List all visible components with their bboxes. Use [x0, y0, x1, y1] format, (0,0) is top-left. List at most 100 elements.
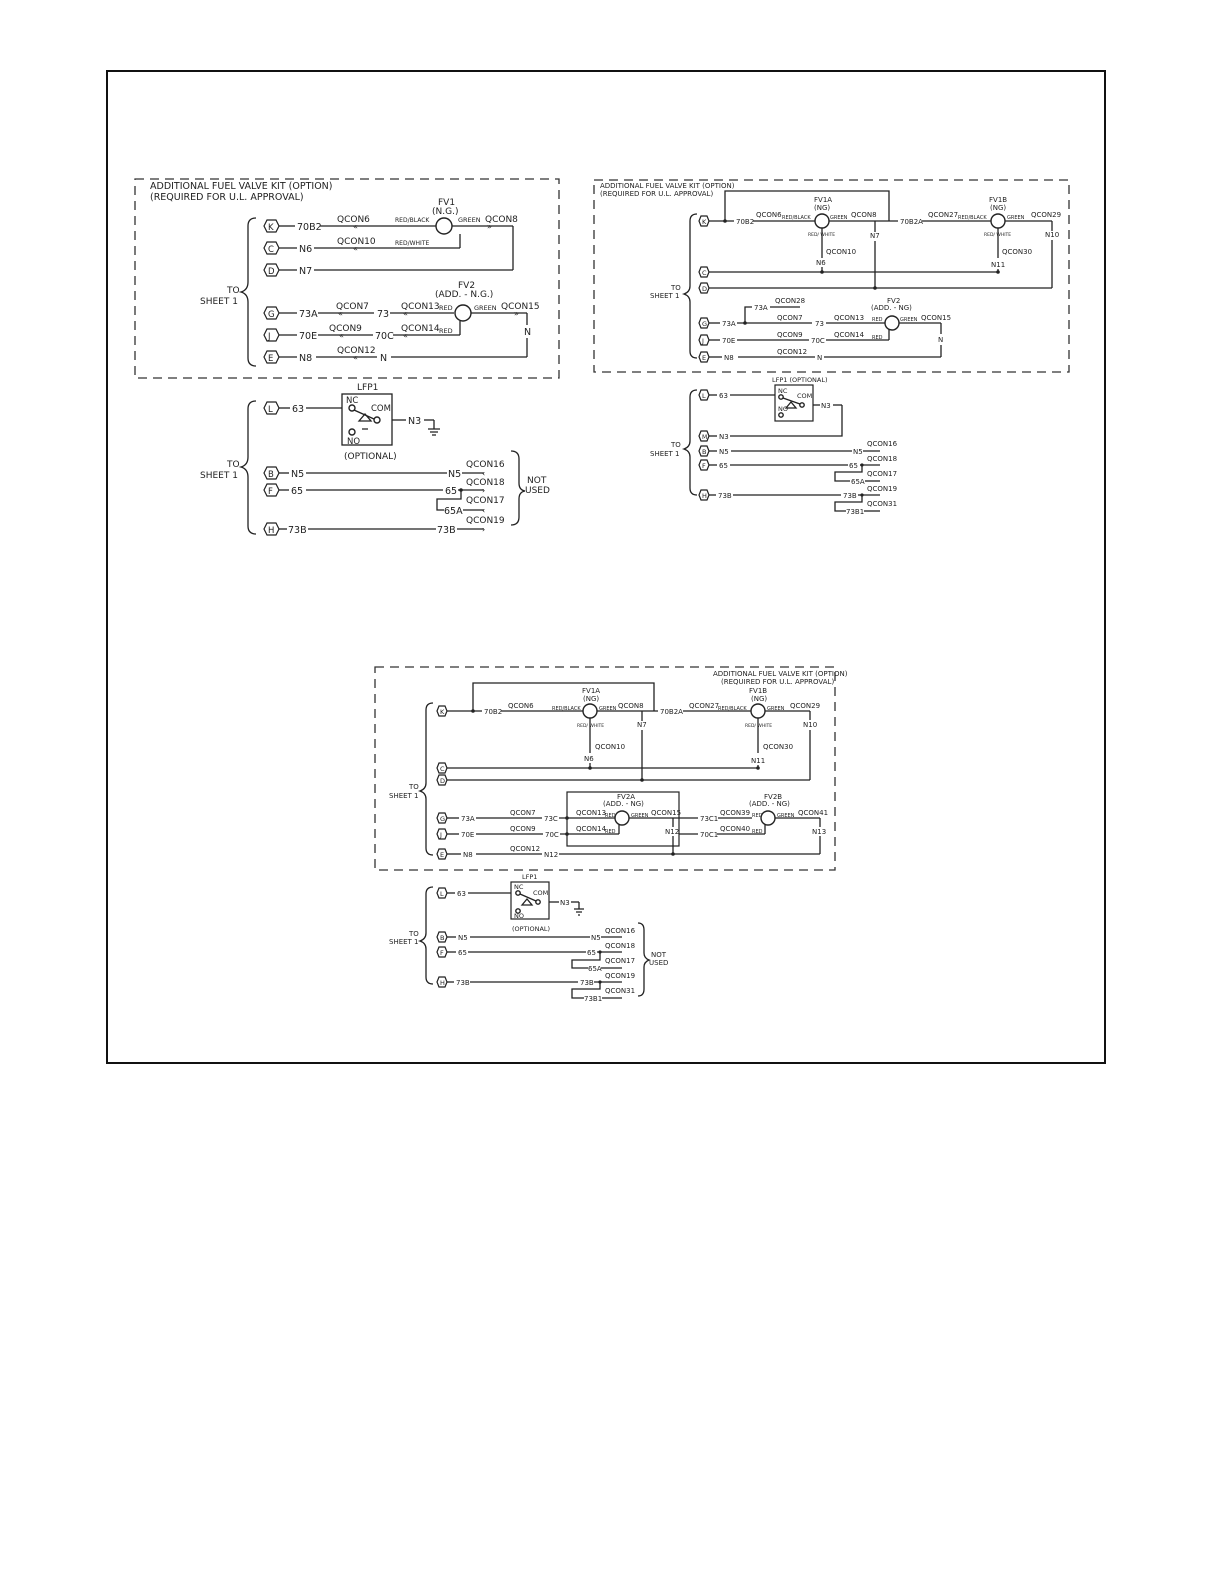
fv2-add: (ADD. - NG): [871, 304, 912, 312]
terminal-L-label: L: [440, 890, 444, 898]
red-label: RED: [872, 317, 883, 323]
wire-73B1: 73B1: [584, 995, 602, 1003]
red-white-label: RED/WHITE: [395, 240, 429, 247]
to-label: TO: [226, 460, 240, 470]
red-black-label: RED/BLACK: [552, 706, 581, 712]
qcon10-mark: «: [353, 244, 358, 253]
kit-title: ADDITIONAL FUEL VALVE KIT (OPTION): [600, 182, 735, 190]
wire-73C1: 73C1: [700, 815, 718, 823]
not-label: NOT: [651, 951, 667, 959]
wire-N: N: [524, 327, 531, 338]
terminal-D-label: D: [440, 777, 445, 785]
green-label: GREEN: [458, 216, 481, 224]
terminal-F-label: F: [702, 462, 706, 470]
wire-N5: N5: [719, 448, 729, 456]
wire-N11: N11: [751, 757, 765, 765]
fv2a-add: (ADD. - NG): [603, 800, 644, 808]
wire-73A: 73A: [722, 320, 736, 328]
float-symbol: [520, 897, 534, 906]
qcon30-label: QCON30: [1002, 248, 1032, 256]
fv2b-add: (ADD. - NG): [749, 800, 790, 808]
qcon18-label: QCON18: [466, 478, 505, 488]
fv2b-label: FV2B: [764, 793, 782, 801]
terminal-B-label: B: [702, 448, 706, 456]
nc-label: NC: [778, 387, 788, 395]
green-label: GREEN: [830, 215, 848, 221]
terminal-C-label: C: [440, 765, 445, 773]
brace: [238, 217, 257, 367]
com-label: COM: [533, 889, 548, 897]
lfp1-optional-label: LFP1 (OPTIONAL): [772, 376, 828, 384]
wire-65: 65: [849, 462, 858, 470]
wire-N6: N6: [584, 755, 594, 763]
fv2b-valve: [760, 810, 776, 826]
green-label: GREEN: [767, 706, 785, 712]
fv1b-ng: (NG): [751, 695, 767, 703]
wire-N8: N8: [299, 353, 312, 364]
terminal-B-label: B: [440, 934, 444, 942]
fv1b-label: FV1B: [989, 196, 1007, 204]
wire-65A: 65A: [851, 478, 865, 486]
brace: [417, 886, 434, 985]
red-label: RED: [752, 829, 763, 835]
qcon14-label: QCON14: [576, 825, 607, 833]
terminal-C-label: C: [702, 269, 707, 277]
qcon30-label: QCON30: [763, 743, 793, 751]
kit-subtitle: (REQUIRED FOR U.L. APPROVAL): [721, 678, 834, 686]
no-label: NO: [347, 437, 360, 447]
qcon17-label: QCON17: [466, 496, 505, 506]
wire-70C: 70C: [375, 331, 394, 342]
sheet-label: SHEET 1: [389, 792, 419, 800]
kit-boundary: [374, 666, 836, 871]
wire-65: 65: [458, 949, 467, 957]
qcon7-label: QCON7: [777, 314, 803, 322]
wire-N3: N3: [719, 433, 729, 441]
wire-73B: 73B: [580, 979, 594, 987]
qcon12-label: QCON12: [777, 348, 807, 356]
terminal-K-label: K: [440, 708, 445, 716]
qcon14-label: QCON14: [834, 331, 865, 339]
qcon27-label: QCON27: [928, 211, 958, 219]
sheet-label: SHEET 1: [650, 450, 680, 458]
wire-73B: 73B: [456, 979, 470, 987]
qcon18-label: QCON18: [605, 942, 635, 950]
qcon29-label: QCON29: [1031, 211, 1061, 219]
wire-63: 63: [719, 392, 728, 400]
fv1a-label: FV1A: [814, 196, 832, 204]
green-label: GREEN: [599, 706, 617, 712]
wire-73: 73: [377, 309, 389, 320]
used-label: USED: [649, 959, 668, 967]
fv2-label: FV2: [887, 297, 900, 305]
to-label: TO: [670, 441, 681, 449]
sheet-label: SHEET 1: [200, 297, 238, 307]
wire-63: 63: [457, 890, 466, 898]
wire-73B: 73B: [718, 492, 732, 500]
wire-63: 63: [292, 404, 304, 415]
page-border: [106, 70, 1106, 1064]
wire-N5: N5: [448, 469, 461, 480]
brace: [637, 922, 651, 997]
qcon14-label: QCON14: [401, 324, 440, 334]
float-symbol: [784, 400, 798, 409]
qcon14-mark: «: [403, 331, 408, 340]
qcon15-mark: »: [514, 309, 519, 318]
qcon19-label: QCON19: [605, 972, 635, 980]
wire-N13: N13: [812, 828, 826, 836]
red-label: RED: [605, 829, 616, 835]
qcon16-label: QCON16: [466, 460, 505, 470]
terminal-F-label: F: [268, 487, 273, 497]
terminal-E-label: E: [440, 851, 444, 859]
wire-73B: 73B: [437, 525, 456, 536]
wire-N6: N6: [299, 244, 312, 255]
red-black-label: RED/BLACK: [958, 215, 987, 221]
wire-N11: N11: [991, 261, 1005, 269]
wire-N5: N5: [853, 448, 863, 456]
wire-70C: 70C: [811, 337, 825, 345]
terminal-H-label: H: [440, 979, 445, 987]
terminal-G-label: G: [440, 815, 445, 823]
qcon39-label: QCON39: [720, 809, 750, 817]
fv1a-valve: [582, 703, 598, 719]
fv2-label: FV2: [458, 281, 475, 291]
terminal-G-label: G: [702, 320, 707, 328]
terminal-E-label: E: [268, 354, 273, 364]
